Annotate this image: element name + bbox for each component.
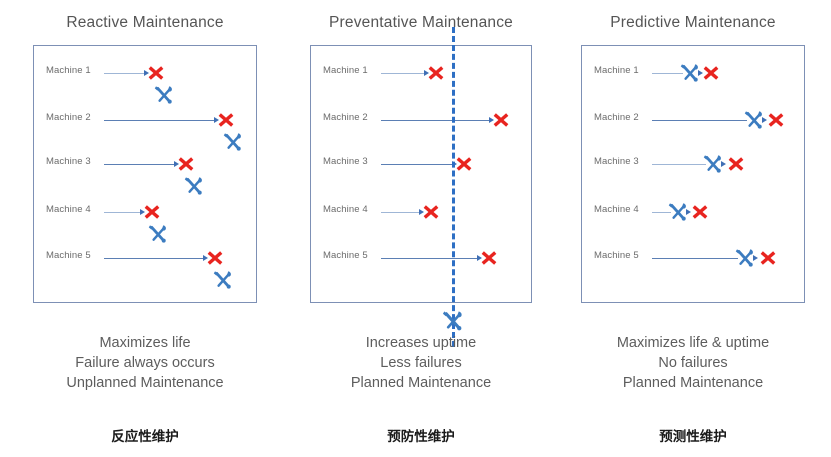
arrow-right-icon bbox=[203, 254, 208, 261]
wrench-screwdriver-icon bbox=[702, 153, 724, 175]
wrench-screwdriver-icon-threshold bbox=[441, 309, 465, 333]
timeline-connector bbox=[381, 73, 427, 75]
wrench-screwdriver-icon bbox=[147, 223, 169, 245]
arrow-right-icon bbox=[686, 208, 691, 215]
wrench-screwdriver-icon bbox=[212, 269, 234, 291]
machine-label: Machine 3 bbox=[46, 156, 91, 167]
timeline-connector bbox=[104, 212, 143, 214]
panel-title-reactive: Reactive Maintenance bbox=[66, 14, 224, 31]
caption-line: Failure always occurs bbox=[75, 355, 215, 371]
wrench-screwdriver-icon bbox=[222, 131, 244, 153]
wrench-screwdriver-icon bbox=[153, 84, 175, 106]
red-x-icon bbox=[768, 112, 784, 128]
timeline-connector bbox=[381, 212, 422, 214]
machine-label: Machine 2 bbox=[594, 112, 639, 123]
panel-box-predictive: Machine 1 Machine 2 Machine 3 Machine 4 Mach… bbox=[581, 45, 805, 303]
maintenance-threshold-line bbox=[452, 27, 455, 347]
red-x-icon bbox=[423, 204, 439, 220]
arrow-right-icon bbox=[698, 69, 703, 76]
cn-label-preventative: 预防性维护 bbox=[387, 429, 455, 445]
caption-line: Less failures bbox=[380, 355, 462, 371]
red-x-icon bbox=[703, 65, 719, 81]
cn-label-reactive: 反应性维护 bbox=[111, 429, 179, 445]
caption-line: Maximizes life & uptime bbox=[616, 335, 770, 351]
red-x-icon bbox=[493, 112, 509, 128]
wrench-screwdriver-icon bbox=[743, 109, 765, 131]
machine-label: Machine 4 bbox=[594, 204, 639, 215]
red-x-icon bbox=[456, 156, 472, 172]
arrow-right-icon bbox=[753, 254, 758, 261]
wrench-screwdriver-icon bbox=[667, 201, 689, 223]
arrow-right-icon bbox=[762, 116, 767, 123]
timeline-connector bbox=[381, 120, 492, 122]
wrench-screwdriver-icon bbox=[679, 62, 701, 84]
caption-line: Increases uptime bbox=[365, 335, 477, 351]
arrow-right-icon bbox=[477, 254, 482, 261]
caption-line: No failures bbox=[658, 355, 728, 371]
red-x-icon bbox=[481, 250, 497, 266]
arrow-right-icon bbox=[489, 116, 494, 123]
caption-line: Planned Maintenance bbox=[350, 375, 492, 391]
timeline-connector bbox=[104, 120, 217, 122]
machine-label: Machine 3 bbox=[594, 156, 639, 167]
wrench-screwdriver-icon bbox=[734, 247, 756, 269]
machine-label: Machine 1 bbox=[46, 65, 91, 76]
machine-label: Machine 5 bbox=[594, 250, 639, 261]
caption-line: Unplanned Maintenance bbox=[66, 375, 224, 391]
red-x-icon bbox=[760, 250, 776, 266]
red-x-icon bbox=[428, 65, 444, 81]
timeline-connector bbox=[104, 258, 206, 260]
timeline-connector bbox=[381, 164, 455, 166]
arrow-right-icon bbox=[419, 208, 424, 215]
timeline-connector bbox=[652, 258, 738, 260]
timeline-connector bbox=[652, 120, 747, 122]
machine-label: Machine 3 bbox=[323, 156, 368, 167]
caption-line: Maximizes life bbox=[99, 335, 191, 351]
red-x-icon bbox=[144, 204, 160, 220]
arrow-right-icon bbox=[174, 160, 179, 167]
machine-label: Machine 5 bbox=[46, 250, 91, 261]
wrench-screwdriver-icon bbox=[183, 175, 205, 197]
arrow-right-icon bbox=[721, 160, 726, 167]
red-x-icon bbox=[218, 112, 234, 128]
machine-label: Machine 1 bbox=[594, 65, 639, 76]
red-x-icon bbox=[207, 250, 223, 266]
machine-label: Machine 1 bbox=[323, 65, 368, 76]
panel-title-preventative: Preventative Maintenance bbox=[328, 14, 514, 31]
arrow-right-icon bbox=[214, 116, 219, 123]
red-x-icon bbox=[148, 65, 164, 81]
cn-label-predictive: 预测性维护 bbox=[659, 429, 727, 445]
machine-label: Machine 4 bbox=[323, 204, 368, 215]
arrow-right-icon bbox=[140, 208, 145, 215]
timeline-connector bbox=[652, 212, 671, 214]
arrow-right-icon bbox=[424, 69, 429, 76]
machine-label: Machine 2 bbox=[323, 112, 368, 123]
panel-title-predictive: Predictive Maintenance bbox=[610, 14, 776, 31]
panel-box-preventative: Machine 1 Machine 2 Machine 3 Machine 4 Mach… bbox=[310, 45, 532, 303]
machine-label: Machine 2 bbox=[46, 112, 91, 123]
timeline-connector bbox=[104, 164, 177, 166]
arrow-right-icon bbox=[144, 69, 149, 76]
timeline-connector bbox=[652, 164, 706, 166]
timeline-connector bbox=[381, 258, 480, 260]
timeline-connector bbox=[652, 73, 683, 75]
timeline-connector bbox=[104, 73, 147, 75]
red-x-icon bbox=[178, 156, 194, 172]
machine-label: Machine 4 bbox=[46, 204, 91, 215]
panel-box-reactive: Machine 1 Machine 2 Machine 3 Machine 4 Mach… bbox=[33, 45, 257, 303]
red-x-icon bbox=[692, 204, 708, 220]
machine-label: Machine 5 bbox=[323, 250, 368, 261]
caption-line: Planned Maintenance bbox=[622, 375, 764, 391]
red-x-icon bbox=[728, 156, 744, 172]
